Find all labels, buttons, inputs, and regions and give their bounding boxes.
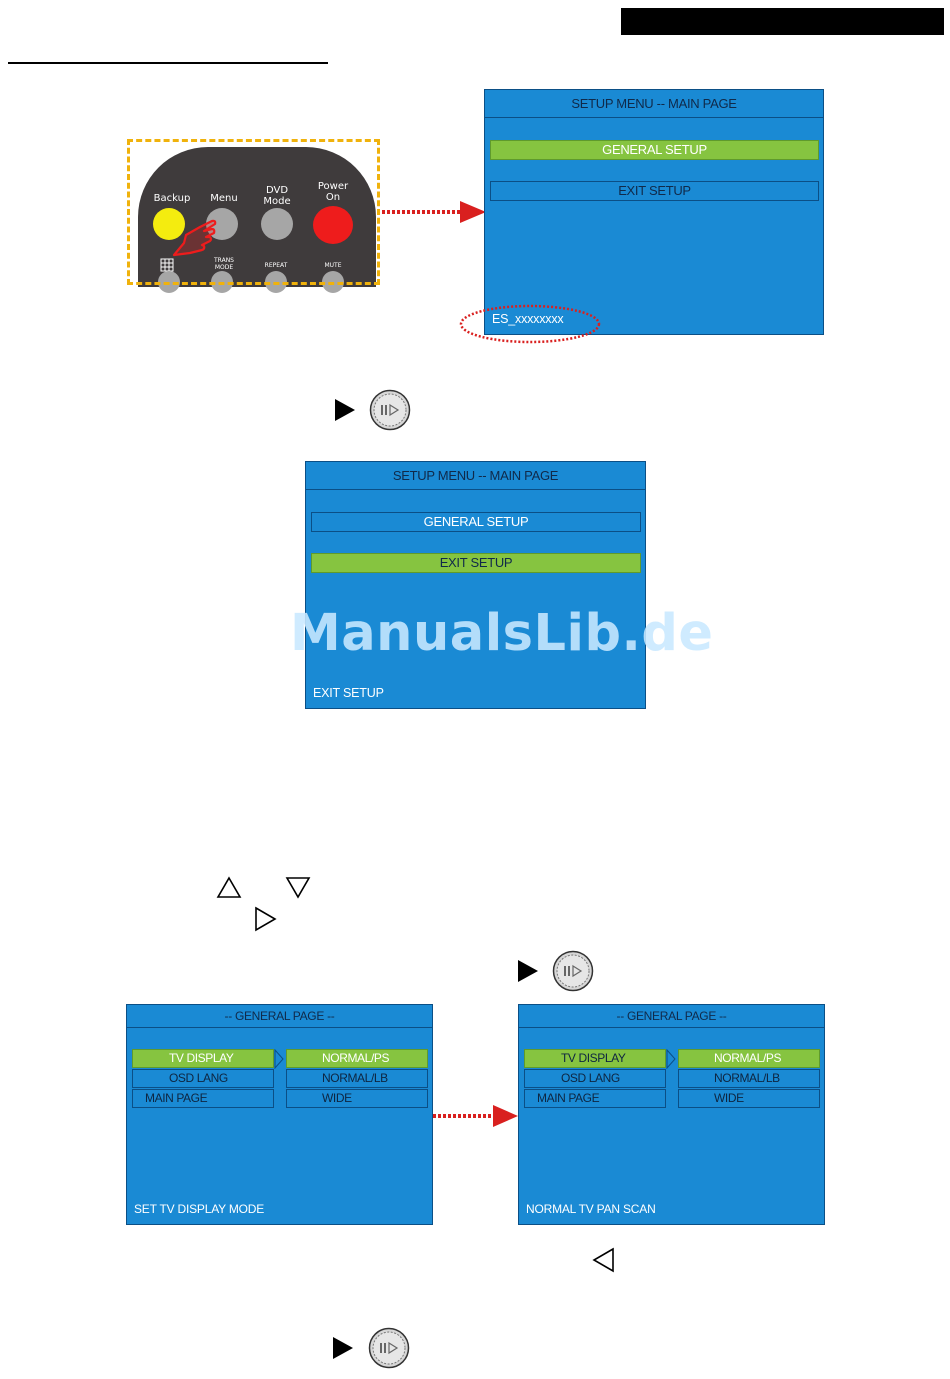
power-on-label-1: Power bbox=[317, 181, 349, 192]
play-triangle-icon bbox=[335, 399, 355, 421]
trans-mode-label-1: TRANS bbox=[214, 257, 234, 264]
header-rule bbox=[8, 62, 328, 64]
osd-title: -- GENERAL PAGE -- bbox=[519, 1005, 824, 1028]
osd-status: EXIT SETUP bbox=[313, 686, 384, 700]
option-wide[interactable]: WIDE bbox=[286, 1089, 428, 1108]
osd-status: NORMAL TV PAN SCAN bbox=[526, 1202, 656, 1216]
down-triangle-icon bbox=[285, 877, 311, 899]
menu-item-main-page-label: MAIN PAGE bbox=[145, 1091, 208, 1105]
osd-title: SETUP MENU -- MAIN PAGE bbox=[485, 90, 823, 118]
exit-setup-item[interactable]: EXIT SETUP bbox=[490, 181, 819, 201]
exit-setup-item[interactable]: EXIT SETUP bbox=[311, 553, 641, 573]
osd-status: SET TV DISPLAY MODE bbox=[134, 1202, 265, 1216]
osd-general-page-left: -- GENERAL PAGE -- TV DISPLAY OSD LANG M… bbox=[126, 1004, 433, 1225]
menu-item-osd-lang[interactable]: OSD LANG bbox=[132, 1069, 274, 1088]
play-pause-button-icon bbox=[368, 1327, 410, 1369]
osd-title: SETUP MENU -- MAIN PAGE bbox=[306, 462, 645, 490]
menu-item-tv-display[interactable]: TV DISPLAY bbox=[524, 1049, 666, 1068]
osd-setup-main-page-2: SETUP MENU -- MAIN PAGE GENERAL SETUP EX… bbox=[305, 461, 646, 709]
play-pause-button-icon bbox=[552, 950, 594, 992]
menu-item-tv-display[interactable]: TV DISPLAY bbox=[132, 1049, 274, 1068]
option-normal-lb[interactable]: NORMAL/LB bbox=[286, 1069, 428, 1088]
menu-item-main-page[interactable]: MAIN PAGE bbox=[132, 1089, 274, 1108]
red-arrow-icon bbox=[382, 201, 486, 223]
play-pause-button-icon bbox=[369, 389, 411, 431]
general-setup-item[interactable]: GENERAL SETUP bbox=[490, 140, 819, 160]
menu-label: Menu bbox=[210, 193, 238, 204]
header-bar bbox=[621, 8, 944, 35]
menu-item-main-page[interactable]: MAIN PAGE bbox=[524, 1089, 666, 1108]
osd-title: -- GENERAL PAGE -- bbox=[127, 1005, 432, 1028]
menu-item-osd-lang[interactable]: OSD LANG bbox=[524, 1069, 666, 1088]
right-triangle-icon bbox=[255, 906, 277, 932]
pointing-hand-icon bbox=[172, 219, 217, 257]
play-triangle-icon bbox=[518, 960, 538, 982]
version-highlight-ellipse bbox=[459, 304, 601, 344]
play-triangle-icon bbox=[333, 1337, 353, 1359]
mute-label: MUTE bbox=[324, 262, 342, 269]
osd-status: ES_xxxxxxxx bbox=[492, 312, 564, 326]
osd-setup-main-page-1: SETUP MENU -- MAIN PAGE GENERAL SETUP EX… bbox=[484, 89, 824, 335]
remote-highlight-frame bbox=[127, 139, 380, 285]
trans-mode-label-2: MODE bbox=[214, 264, 234, 271]
left-triangle-icon bbox=[592, 1247, 614, 1273]
submenu-arrow-icon bbox=[274, 1049, 284, 1069]
up-triangle-icon bbox=[216, 876, 242, 898]
osd-general-page-right: -- GENERAL PAGE -- TV DISPLAY OSD LANG M… bbox=[518, 1004, 825, 1225]
option-normal-ps[interactable]: NORMAL/PS bbox=[286, 1049, 428, 1068]
general-setup-item[interactable]: GENERAL SETUP bbox=[311, 512, 641, 532]
backup-label: Backup bbox=[153, 193, 191, 204]
remote-control-panel: Backup Menu DVD Mode Power On TRANS MODE… bbox=[138, 147, 376, 293]
submenu-arrow-icon bbox=[666, 1049, 676, 1069]
option-wide[interactable]: WIDE bbox=[678, 1089, 820, 1108]
backup-button[interactable] bbox=[153, 208, 185, 240]
repeat-label: REPEAT bbox=[264, 262, 288, 269]
power-on-label-2: On bbox=[325, 192, 341, 203]
option-normal-lb[interactable]: NORMAL/LB bbox=[678, 1069, 820, 1088]
watermark: ManualsLib.de bbox=[290, 604, 714, 663]
dvd-mode-label-2: Mode bbox=[263, 196, 291, 207]
power-on-button[interactable] bbox=[313, 206, 353, 244]
red-arrow-icon bbox=[433, 1105, 518, 1127]
option-normal-ps[interactable]: NORMAL/PS bbox=[678, 1049, 820, 1068]
dvd-mode-label-1: DVD bbox=[265, 185, 289, 196]
dvd-mode-button[interactable] bbox=[261, 208, 293, 240]
